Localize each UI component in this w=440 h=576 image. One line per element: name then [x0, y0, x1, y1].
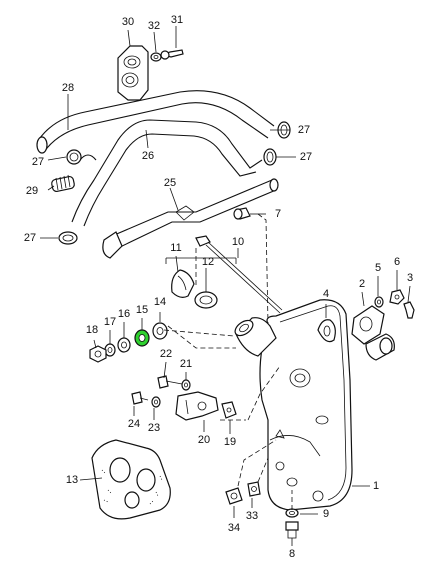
- label-1: 1: [373, 480, 379, 492]
- part-8-drain-plug[interactable]: [285, 521, 299, 539]
- assembly-dashed-lines: [163, 213, 293, 510]
- label-30: 30: [122, 16, 134, 28]
- label-27-left: 27: [32, 156, 44, 168]
- part-27-hose-clamp-bottom[interactable]: [58, 231, 78, 245]
- part-10-dipstick[interactable]: [195, 235, 283, 314]
- label-24: 24: [128, 418, 140, 430]
- part-21-washer[interactable]: [181, 379, 191, 391]
- label-6: 6: [394, 256, 400, 268]
- label-27-middle: 27: [300, 151, 312, 163]
- label-20: 20: [198, 434, 210, 446]
- part-16-washer[interactable]: [117, 337, 131, 353]
- leader-lines: [40, 26, 411, 546]
- label-34: 34: [228, 522, 240, 534]
- part-labels: 30 32 31 28 26 25 27 27 27 29 27 7 11 12…: [24, 14, 413, 560]
- part-12-seal-ring[interactable]: [194, 291, 218, 309]
- label-31: 31: [171, 14, 183, 26]
- part-32-washer[interactable]: [150, 52, 162, 62]
- part-6-nut[interactable]: [389, 289, 405, 305]
- part-4-gasket[interactable]: [317, 319, 336, 343]
- part-26-hose[interactable]: [71, 119, 263, 227]
- part-28-hose[interactable]: [36, 90, 275, 154]
- part-3-bolt[interactable]: [403, 301, 415, 319]
- label-2: 2: [359, 278, 365, 290]
- part-29-connector[interactable]: [51, 174, 75, 193]
- part-24-bolt[interactable]: [131, 391, 149, 405]
- part-19-clip[interactable]: [221, 401, 237, 419]
- part-14-bushing[interactable]: [152, 322, 168, 340]
- part-31-screw[interactable]: [160, 49, 184, 60]
- part-18-nut[interactable]: [89, 345, 107, 363]
- label-25: 25: [164, 177, 176, 189]
- part-7-cap[interactable]: [233, 207, 251, 220]
- label-15: 15: [136, 304, 148, 316]
- label-32: 32: [148, 20, 160, 32]
- label-4: 4: [323, 288, 329, 300]
- label-10: 10: [232, 236, 244, 248]
- part-30-breather-housing[interactable]: [117, 45, 149, 101]
- part-27-hose-clamp-middle[interactable]: [263, 148, 277, 166]
- label-11: 11: [170, 242, 181, 254]
- label-23: 23: [148, 422, 160, 434]
- label-21: 21: [180, 358, 192, 370]
- label-7: 7: [275, 208, 281, 220]
- part-15-grommet-highlighted[interactable]: [134, 329, 150, 347]
- label-27-bottom: 27: [24, 232, 36, 244]
- part-9-seal-washer[interactable]: [285, 508, 299, 518]
- label-29: 29: [26, 185, 38, 197]
- part-1-oil-tank[interactable]: [232, 299, 353, 511]
- label-27-top: 27: [298, 124, 310, 136]
- label-33: 33: [246, 510, 258, 522]
- part-13-insulation-pad[interactable]: [91, 439, 171, 520]
- part-27-hose-clamp-left[interactable]: [66, 149, 82, 165]
- label-17: 17: [104, 316, 116, 328]
- label-14: 14: [154, 296, 166, 308]
- label-8: 8: [289, 548, 295, 560]
- part-33-fitting[interactable]: [247, 481, 261, 497]
- part-25-vent-pipe[interactable]: [102, 178, 279, 259]
- part-23-washer[interactable]: [151, 396, 161, 408]
- label-12: 12: [202, 256, 214, 268]
- part-20-mounting-bracket[interactable]: [175, 391, 219, 421]
- label-28: 28: [62, 82, 74, 94]
- part-5-washer[interactable]: [374, 296, 384, 308]
- label-22: 22: [160, 348, 172, 360]
- label-5: 5: [375, 262, 381, 274]
- label-13: 13: [66, 474, 78, 486]
- label-3: 3: [407, 272, 413, 284]
- part-11-filler-cap[interactable]: [171, 269, 195, 298]
- label-26: 26: [142, 150, 154, 162]
- part-22-bolt[interactable]: [157, 375, 183, 389]
- label-9: 9: [323, 508, 329, 520]
- label-19: 19: [224, 436, 236, 448]
- part-34-fitting[interactable]: [225, 487, 243, 505]
- label-16: 16: [118, 308, 130, 320]
- label-18: 18: [86, 324, 98, 336]
- part-2-flange[interactable]: [351, 305, 395, 361]
